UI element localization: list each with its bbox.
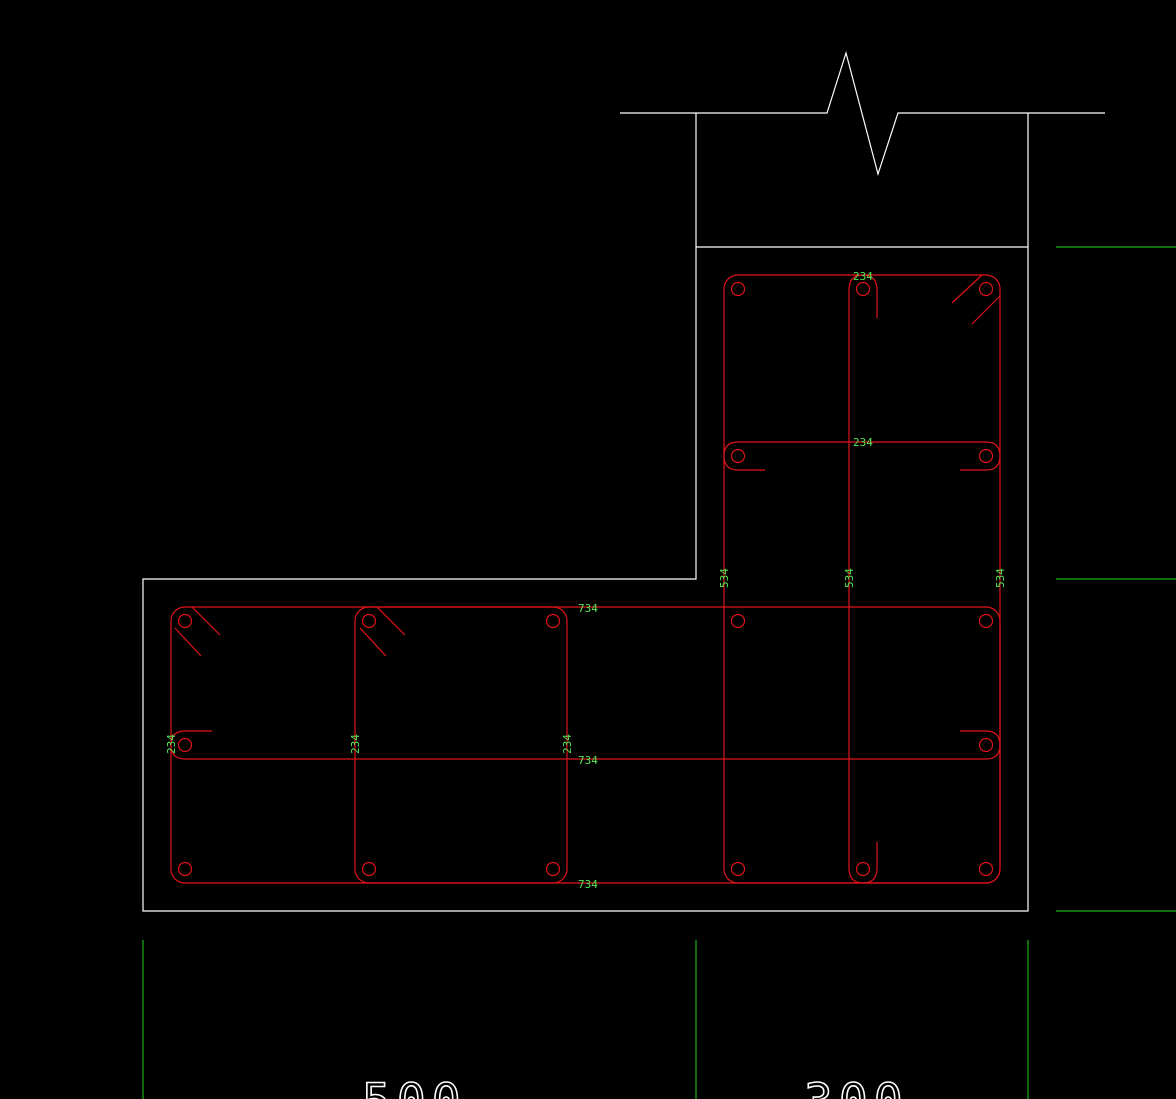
label-horiz-mid: 734 — [578, 754, 598, 767]
dimension-values: 500 300 — [361, 1073, 909, 1099]
dim-left-value: 500 — [362, 1074, 467, 1099]
label-horiz-top: 734 — [578, 602, 598, 615]
rebar-labels: 234 234 534 534 534 734 734 734 234 234 … — [165, 270, 1007, 891]
break-line — [620, 50, 1105, 177]
label-top-hoop: 234 — [853, 270, 873, 283]
dimension-lines — [142, 246, 1176, 1099]
label-mid-hoop: 234 — [853, 436, 873, 449]
label-left-c: 234 — [561, 734, 574, 754]
label-vert-right: 534 — [994, 568, 1007, 588]
label-vert-mid: 534 — [843, 568, 856, 588]
rebar-hoops — [170, 274, 1001, 884]
label-left-a: 234 — [165, 734, 178, 754]
label-horiz-bot: 734 — [578, 878, 598, 891]
dim-right-value: 300 — [804, 1074, 909, 1099]
section-outline — [142, 113, 1029, 912]
rebar-bars — [177, 281, 994, 877]
label-vert-left: 534 — [718, 568, 731, 588]
label-left-b: 234 — [349, 734, 362, 754]
